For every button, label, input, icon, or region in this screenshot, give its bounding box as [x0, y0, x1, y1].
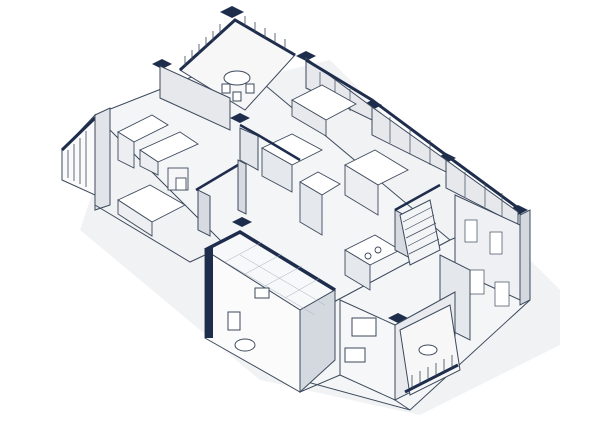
top-balcony — [178, 16, 296, 111]
bathroom — [203, 229, 336, 394]
bottom-balcony — [399, 304, 461, 396]
living-room — [117, 114, 199, 237]
left-balcony — [60, 107, 111, 211]
front-edges — [94, 204, 411, 411]
kitchen — [261, 84, 409, 291]
